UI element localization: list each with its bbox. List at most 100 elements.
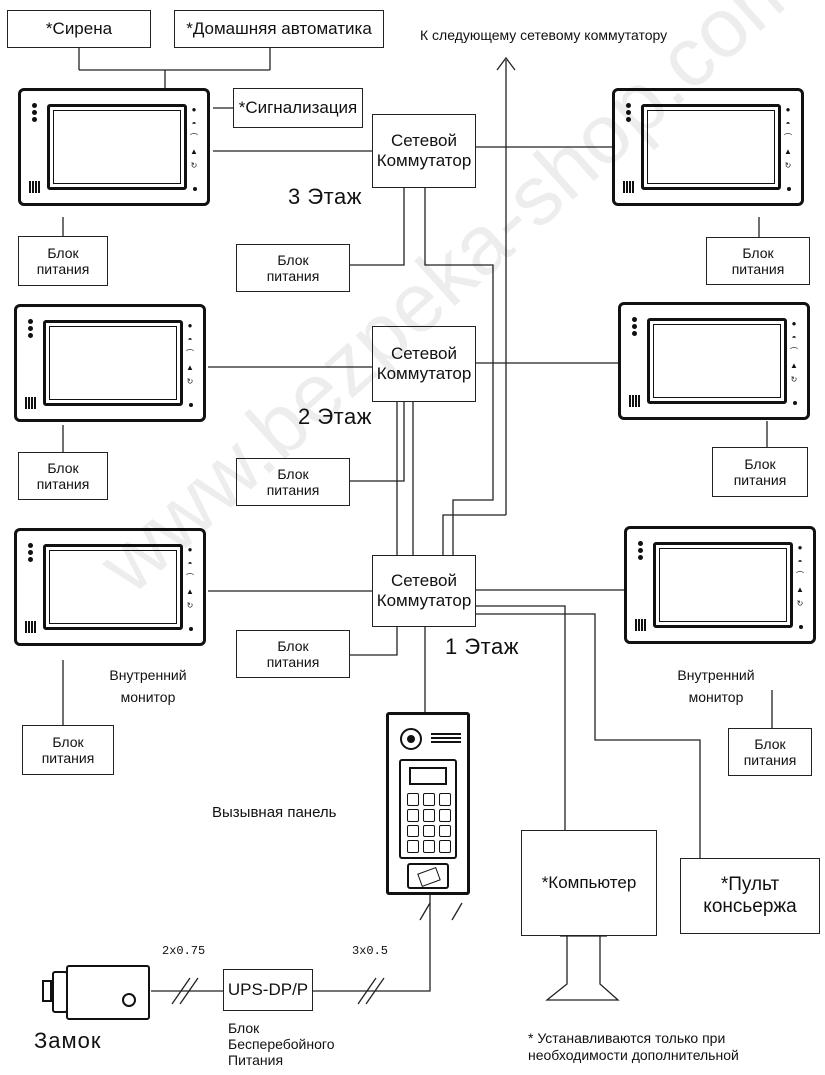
psu-label-line1: Блок bbox=[744, 455, 776, 472]
switch-label-line1: Сетевой bbox=[390, 131, 457, 151]
floor-2-label: 2 Этаж bbox=[298, 404, 372, 429]
psu-label-line1: Блок bbox=[52, 733, 84, 750]
switch-label-line2: Коммутатор bbox=[376, 364, 472, 383]
network-switch-3: Сетевой Коммутатор bbox=[372, 114, 476, 188]
monitor-buttons: ●◓⌒▲↻ bbox=[186, 545, 194, 610]
monitor-2-right: ●◓⌒▲↻ bbox=[618, 302, 810, 420]
psu-label-line2: питания bbox=[731, 261, 785, 277]
switch-label-line1: Сетевой bbox=[390, 344, 457, 364]
ups-caption-line3: Питания bbox=[228, 1052, 284, 1068]
psu-label-line2: питания bbox=[36, 261, 90, 277]
monitor-caption-line1: Внутренний bbox=[677, 667, 755, 683]
monitor-screen bbox=[47, 104, 187, 190]
speaker-grille bbox=[29, 181, 41, 193]
alarm-label: *Сигнализация bbox=[238, 98, 358, 118]
led-indicators bbox=[632, 317, 638, 338]
psu-label-line1: Блок bbox=[277, 637, 309, 654]
power-dot bbox=[193, 187, 197, 191]
speaker-grille bbox=[431, 733, 461, 743]
computer-monitor: *Компьютер bbox=[521, 830, 657, 936]
ups-box: UPS-DP/P bbox=[223, 969, 313, 1011]
psu-label-line2: питания bbox=[266, 482, 320, 498]
led-indicators bbox=[28, 543, 34, 564]
power-dot bbox=[189, 403, 193, 407]
siren-label: *Сирена bbox=[45, 19, 113, 39]
concierge-label-line1: *Пульт bbox=[720, 874, 780, 896]
lock-label: Замок bbox=[34, 1028, 102, 1053]
concierge-label-line2: консьержа bbox=[703, 896, 797, 917]
monitor-3-left: ●◓⌒▲↻ bbox=[18, 88, 210, 206]
power-dot bbox=[189, 627, 193, 631]
psu-label-line2: питания bbox=[266, 268, 320, 284]
computer-label: *Компьютер bbox=[541, 873, 637, 893]
footnote: * Устанавливаются только при необходимос… bbox=[528, 1030, 739, 1064]
monitor-screen bbox=[653, 542, 793, 628]
psu-label-line1: Блок bbox=[754, 735, 786, 752]
led-indicators bbox=[32, 103, 38, 124]
monitor-3-right: ●◓⌒▲↻ bbox=[612, 88, 804, 206]
psu-label-line2: питания bbox=[41, 750, 95, 766]
psu-label-line1: Блок bbox=[47, 244, 79, 261]
monitor-screen bbox=[647, 318, 787, 404]
floor-3-label: 3 Этаж bbox=[288, 184, 362, 209]
keypad-icon bbox=[407, 793, 451, 853]
speaker-grille bbox=[635, 619, 647, 631]
siren-box: *Сирена bbox=[7, 10, 151, 48]
monitor-1-left: ●◓⌒▲↻ bbox=[14, 528, 206, 646]
monitor-caption-line1: Внутренний bbox=[109, 667, 187, 683]
monitor-screen bbox=[43, 544, 183, 630]
ups-label: UPS-DP/P bbox=[227, 980, 309, 1000]
network-switch-1: Сетевой Коммутатор bbox=[372, 555, 476, 627]
cable-label-1: 2x0.75 bbox=[162, 944, 206, 958]
psu-label-line2: питания bbox=[743, 752, 797, 768]
camera-icon bbox=[400, 728, 422, 750]
psu-label-line2: питания bbox=[733, 472, 787, 488]
alarm-box: *Сигнализация bbox=[233, 88, 363, 128]
psu-label-line2: питания bbox=[36, 476, 90, 492]
next-switch-label: К следующему сетевому коммутатору bbox=[420, 27, 668, 43]
ups-caption-line2: Бесперебойного bbox=[228, 1036, 335, 1052]
monitor-buttons: ●◓⌒▲↻ bbox=[784, 105, 792, 170]
psu-label-line2: питания bbox=[266, 654, 320, 670]
monitor-1-right: ●◓⌒▲↻ bbox=[624, 526, 816, 644]
psu-label-line1: Блок bbox=[742, 244, 774, 261]
switch-label-line1: Сетевой bbox=[390, 571, 457, 591]
psu-label-line1: Блок bbox=[277, 251, 309, 268]
led-indicators bbox=[626, 103, 632, 124]
call-panel bbox=[386, 712, 470, 895]
monitor-caption-line2: монитор bbox=[120, 689, 176, 705]
monitor-screen bbox=[641, 104, 781, 190]
footnote-line1: * Устанавливаются только при bbox=[528, 1030, 726, 1046]
led-indicators bbox=[638, 541, 644, 562]
home-automation-box: *Домашняя автоматика bbox=[174, 10, 384, 48]
speaker-grille bbox=[25, 397, 37, 409]
call-panel-label: Вызывная панель bbox=[212, 804, 337, 821]
monitor-2-left: ●◓⌒▲↻ bbox=[14, 304, 206, 422]
monitor-screen bbox=[43, 320, 183, 406]
power-dot bbox=[799, 625, 803, 629]
monitor-caption-line2: монитор bbox=[688, 689, 744, 705]
monitor-caption-right: Внутренний монитор bbox=[656, 664, 776, 708]
power-dot bbox=[793, 401, 797, 405]
power-dot bbox=[787, 187, 791, 191]
display-icon bbox=[409, 767, 447, 785]
cable-label-2: 3x0.5 bbox=[352, 944, 389, 958]
switch-label-line2: Коммутатор bbox=[376, 151, 472, 170]
floor-1-label: 1 Этаж bbox=[445, 634, 519, 659]
keypad-frame bbox=[399, 759, 457, 859]
monitor-buttons: ●◓⌒▲↻ bbox=[190, 105, 198, 170]
speaker-grille bbox=[629, 395, 641, 407]
lock-icon bbox=[42, 965, 150, 1020]
speaker-grille bbox=[25, 621, 37, 633]
home-automation-label: *Домашняя автоматика bbox=[186, 19, 372, 39]
switch-label-line2: Коммутатор bbox=[376, 591, 472, 610]
